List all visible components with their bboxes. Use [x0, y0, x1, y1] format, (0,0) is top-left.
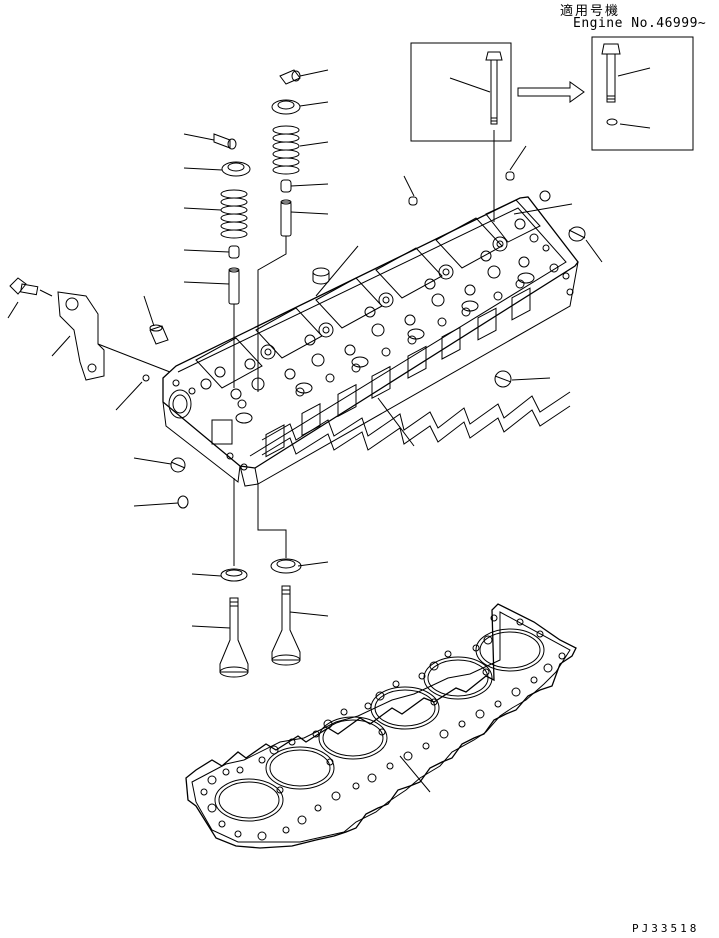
valve-seat-insert[interactable]: [221, 569, 247, 581]
valve-spring[interactable]: [273, 126, 299, 174]
valve-guide[interactable]: [281, 200, 291, 236]
expansion-plug[interactable]: [171, 458, 185, 472]
washer[interactable]: [607, 119, 617, 125]
dowel-pin[interactable]: [506, 172, 514, 180]
engine-serial-label: Engine No.46999~: [573, 16, 707, 31]
dowel-pin[interactable]: [540, 191, 550, 201]
valve-stem-seal[interactable]: [281, 180, 291, 192]
cylinder-head-gasket[interactable]: [186, 604, 576, 848]
applicability-heading: 適用号機: [560, 4, 621, 19]
replacement-arrow: [518, 82, 584, 102]
leader-lines: [8, 68, 650, 792]
cylinder-head[interactable]: [163, 197, 578, 486]
valve-train-left: [214, 134, 250, 388]
intake-valve[interactable]: [220, 598, 248, 677]
valve-seat-insert[interactable]: [271, 559, 301, 573]
expansion-plug[interactable]: [569, 227, 585, 241]
head-bolt[interactable]: [602, 44, 620, 102]
head-bolt-inset-new: [592, 37, 693, 150]
expansion-plug[interactable]: [495, 371, 511, 387]
head-bolt[interactable]: [486, 52, 502, 124]
exhaust-valve[interactable]: [272, 586, 300, 665]
bracket-bolt[interactable]: [10, 278, 52, 296]
lifting-bracket[interactable]: [58, 292, 170, 380]
valves: [220, 478, 301, 677]
drawing-code: PJ33518: [632, 922, 700, 935]
expansion-plug[interactable]: [178, 496, 188, 508]
expansion-plug[interactable]: [313, 268, 329, 284]
spring-retainer[interactable]: [222, 162, 250, 176]
valve-train-right: [258, 70, 300, 392]
dowel-pin[interactable]: [409, 197, 417, 205]
dowel-pin[interactable]: [143, 375, 149, 381]
valve-cotter[interactable]: [280, 70, 300, 84]
valve-cotter[interactable]: [214, 134, 236, 149]
expansion-plug[interactable]: [150, 325, 168, 344]
head-bolt-inset-old: [411, 43, 511, 141]
spring-retainer[interactable]: [272, 100, 300, 114]
valve-spring[interactable]: [221, 190, 247, 238]
valve-stem-seal[interactable]: [229, 246, 239, 258]
valve-guide[interactable]: [229, 268, 239, 304]
